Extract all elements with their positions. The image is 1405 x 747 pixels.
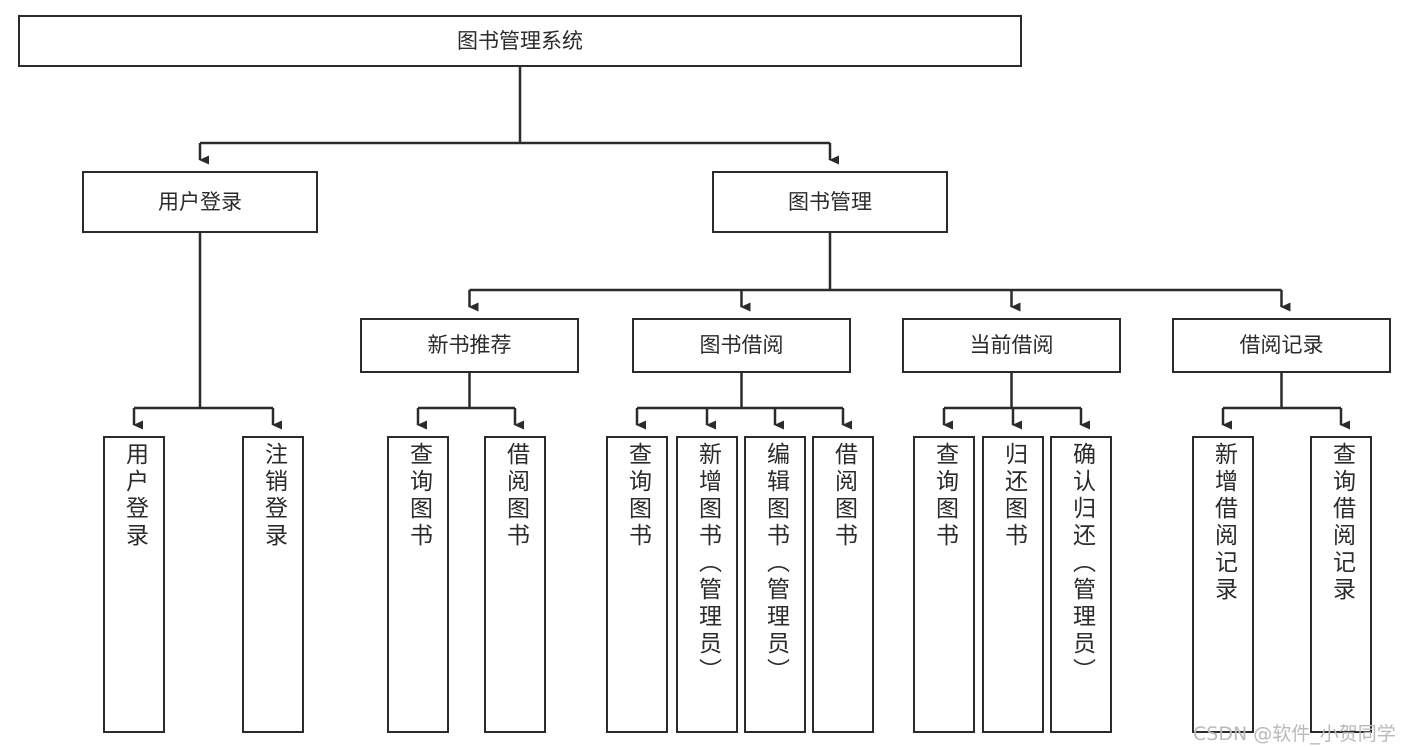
node-leaf-return-book[interactable]: 归还图书 bbox=[982, 436, 1044, 733]
node-label: 当前借阅 bbox=[969, 333, 1054, 358]
node-label: 查询图书 bbox=[405, 442, 432, 550]
node-label: 归还图书 bbox=[1000, 442, 1027, 550]
node-label: 用户登录 bbox=[121, 442, 148, 550]
node-label: 图书借阅 bbox=[699, 333, 784, 358]
node-leaf-add-record[interactable]: 新增借阅记录 bbox=[1192, 436, 1254, 733]
node-leaf-edit-book[interactable]: 编辑图书（管理员） bbox=[744, 436, 806, 733]
node-leaf-query-book-3[interactable]: 查询图书 bbox=[913, 436, 975, 733]
node-leaf-query-book-2[interactable]: 查询图书 bbox=[606, 436, 668, 733]
node-root[interactable]: 图书管理系统 bbox=[18, 15, 1022, 67]
node-leaf-logout[interactable]: 注销登录 bbox=[242, 436, 304, 733]
node-leaf-query-book-1[interactable]: 查询图书 bbox=[387, 436, 449, 733]
node-label: 借阅图书 bbox=[830, 442, 857, 550]
node-label: 查询图书 bbox=[624, 442, 651, 550]
csdn-watermark: CSDN @软件_小贺同学 bbox=[1193, 723, 1396, 745]
node-book-manage[interactable]: 图书管理 bbox=[712, 171, 948, 233]
node-label: 查询图书 bbox=[931, 442, 958, 550]
node-label: 新增借阅记录 bbox=[1210, 442, 1237, 604]
node-label: 注销登录 bbox=[260, 442, 287, 550]
node-label: 新书推荐 bbox=[427, 333, 512, 358]
node-label: 图书管理 bbox=[788, 189, 872, 214]
node-current-borrow[interactable]: 当前借阅 bbox=[902, 318, 1121, 373]
node-borrow-record[interactable]: 借阅记录 bbox=[1172, 318, 1391, 373]
node-label: 编辑图书（管理员） bbox=[762, 442, 789, 685]
node-label: 图书管理系统 bbox=[457, 28, 583, 53]
node-leaf-borrow-book-1[interactable]: 借阅图书 bbox=[484, 436, 546, 733]
node-leaf-confirm-return[interactable]: 确认归还（管理员） bbox=[1050, 436, 1112, 733]
node-leaf-query-record[interactable]: 查询借阅记录 bbox=[1310, 436, 1372, 733]
node-leaf-user-login[interactable]: 用户登录 bbox=[103, 436, 165, 733]
node-new-book-rec[interactable]: 新书推荐 bbox=[360, 318, 579, 373]
node-label: 借阅记录 bbox=[1239, 333, 1324, 358]
node-book-borrow[interactable]: 图书借阅 bbox=[632, 318, 851, 373]
node-label: 确认归还（管理员） bbox=[1068, 442, 1095, 685]
node-label: 用户登录 bbox=[158, 189, 242, 214]
node-leaf-add-book[interactable]: 新增图书（管理员） bbox=[676, 436, 738, 733]
node-label: 新增图书（管理员） bbox=[694, 442, 721, 685]
node-label: 借阅图书 bbox=[502, 442, 529, 550]
node-user-login[interactable]: 用户登录 bbox=[82, 171, 318, 233]
node-label: 查询借阅记录 bbox=[1328, 442, 1355, 604]
node-leaf-borrow-book-2[interactable]: 借阅图书 bbox=[812, 436, 874, 733]
